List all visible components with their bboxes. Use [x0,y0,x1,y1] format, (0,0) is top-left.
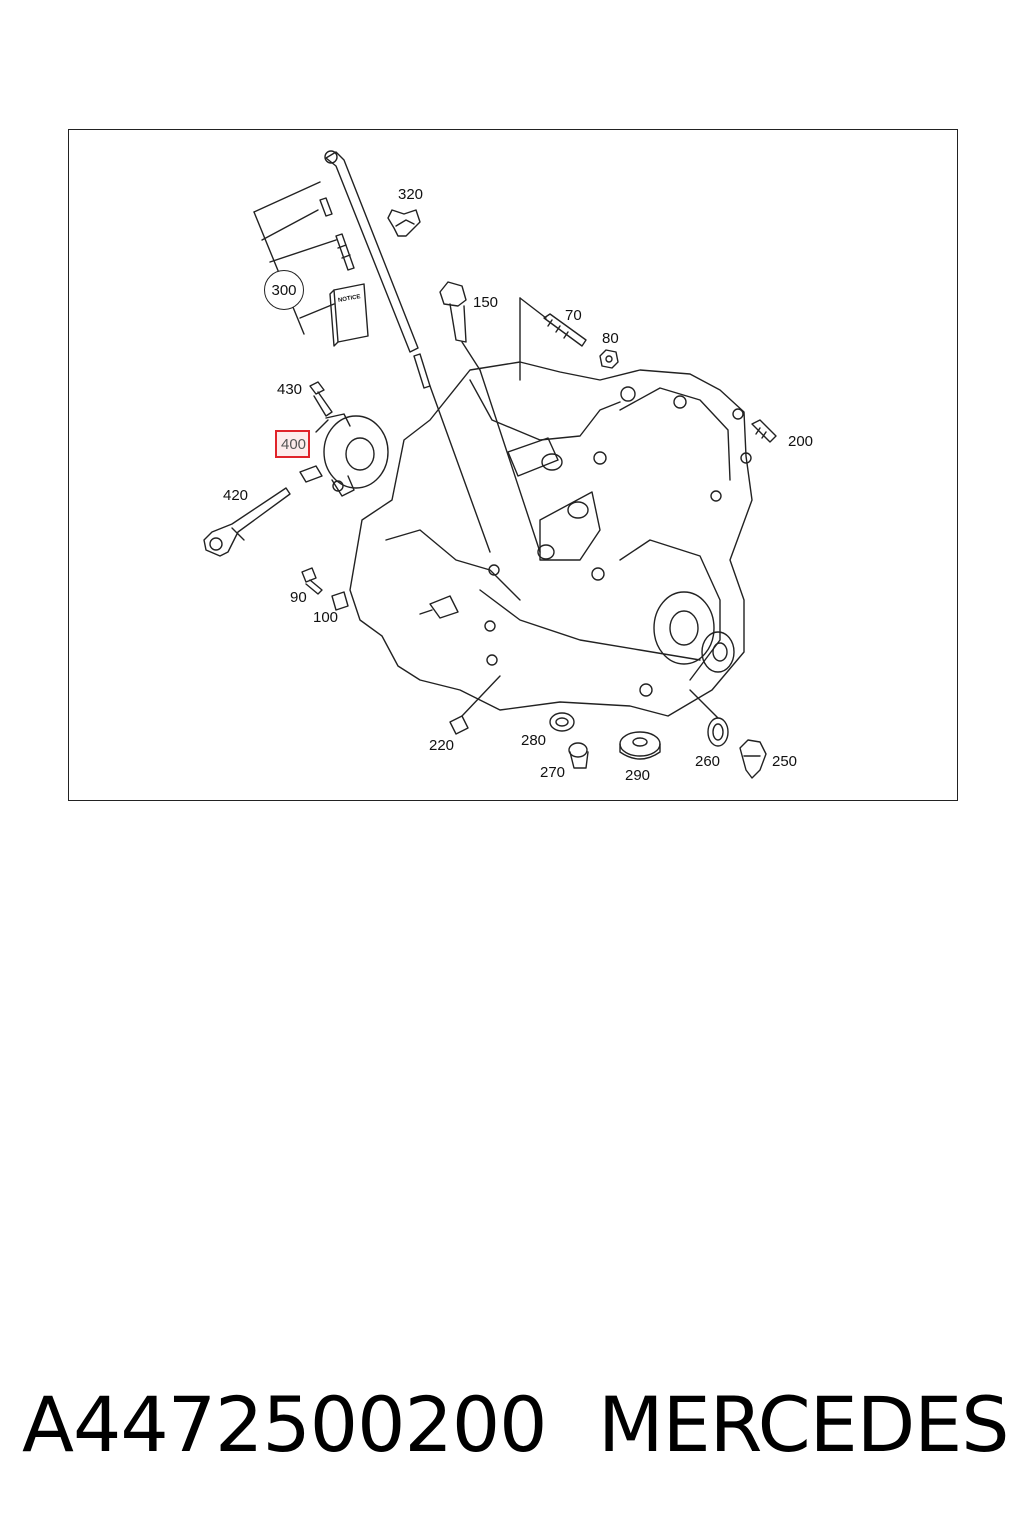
clip-320 [387,209,421,237]
callout-200: 200 [788,433,814,450]
callout-280: 280 [521,732,547,749]
bolt-90 [301,567,323,595]
callout-290: 290 [625,767,651,784]
breather-250 [739,739,767,779]
pin-set [319,197,355,271]
sleeve-220 [449,675,501,735]
brand-name: MERCEDES [598,1380,1009,1469]
callout-400-highlighted[interactable]: 400 [275,430,311,458]
sleeve-100 [331,591,349,611]
callout-270: 270 [540,764,566,781]
callout-70: 70 [565,307,582,324]
stud-70 [519,297,587,381]
group-300-leader [253,181,337,335]
bolt-200 [751,419,777,443]
ring-280 [549,712,575,732]
callout-320: 320 [398,186,424,203]
callout-420: 420 [223,487,249,504]
callout-260: 260 [695,753,721,770]
transmission-housing [349,361,753,717]
callout-150: 150 [473,294,499,311]
callout-300: 300 [264,270,304,310]
callout-250: 250 [772,753,798,770]
washer-290 [619,731,661,760]
callout-220: 220 [429,737,455,754]
pipe-420 [203,487,291,557]
slave-cylinder-400 [299,413,389,497]
plug-270 [568,742,589,769]
callout-90: 90 [290,589,307,606]
part-number: A4472500200 [22,1380,548,1469]
bolt-430 [309,381,333,417]
callout-430: 430 [277,381,303,398]
nut-80 [599,349,619,369]
sensor-150 [439,281,481,371]
callout-80: 80 [602,330,619,347]
callout-100: 100 [313,609,339,626]
notice-booklet [329,283,369,347]
ring-260 [689,689,729,747]
